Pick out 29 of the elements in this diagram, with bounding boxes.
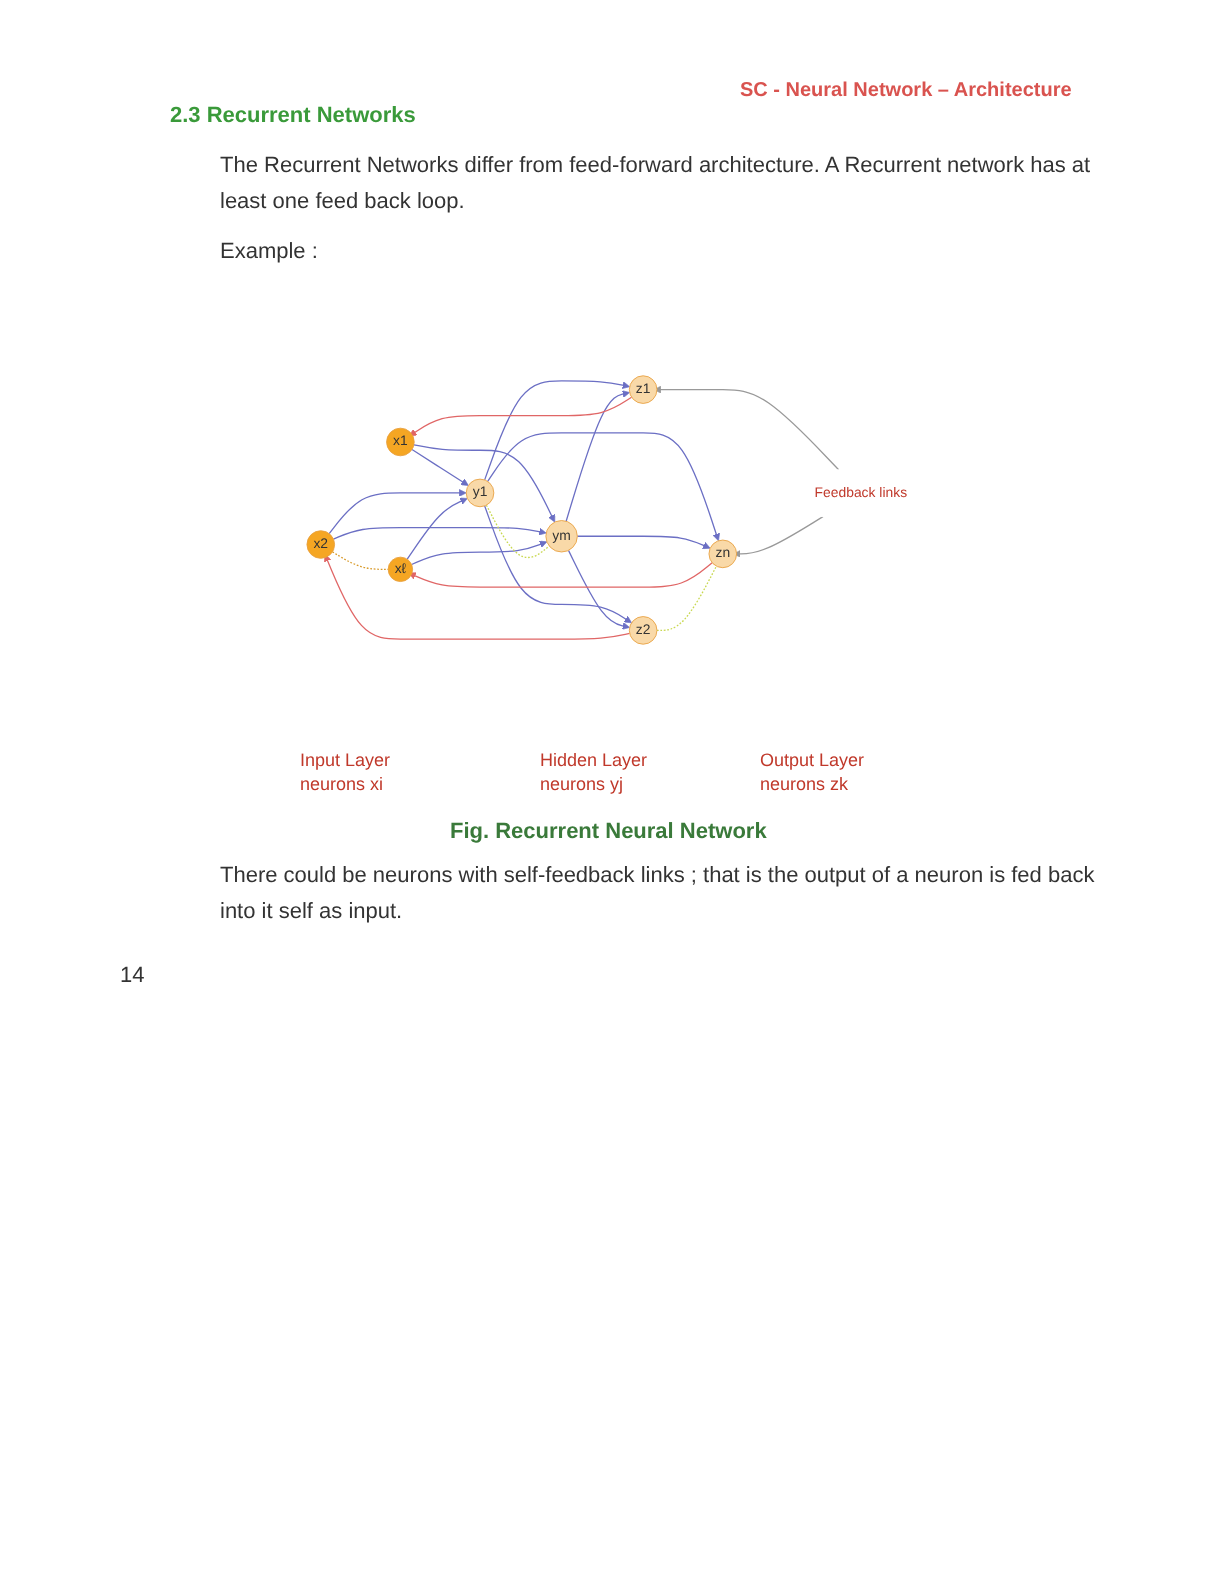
arrow (328, 489, 467, 535)
layer-label: Output Layer neurons zk (760, 750, 867, 797)
paragraph: There could be neurons with self-feedback links ; that is the output of a neuron is fed back into it self as input. (220, 862, 1097, 928)
page-number: 14 (120, 962, 145, 992)
connector (656, 565, 718, 632)
arrow (576, 535, 711, 549)
arrow (733, 515, 824, 558)
section-heading: 2.3 Recurrent Networks (170, 102, 416, 132)
arrow (653, 385, 840, 471)
layer-label: Hidden Layer neurons yj (540, 750, 650, 797)
paragraph: The Recurrent Networks differ from feed-forward architecture. A Recurrent network has at least one feed back loop. (220, 152, 1093, 218)
arrow (567, 549, 630, 630)
arrow (410, 540, 548, 566)
figure-caption: Fig. Recurrent Neural Network (450, 818, 767, 848)
connector (331, 551, 389, 570)
arrow (408, 396, 633, 437)
arrow (413, 444, 556, 523)
arrow (484, 380, 630, 481)
arrow (408, 562, 713, 588)
connector (485, 504, 550, 559)
running-header: SC - Neural Network – Architecture (740, 78, 1072, 106)
arrow (487, 432, 720, 542)
arrow (406, 497, 468, 560)
arrow (332, 526, 547, 540)
example-label: Example : (220, 238, 318, 268)
arrow (565, 390, 630, 522)
arrow (411, 448, 469, 486)
layer-label: Input Layer neurons xi (300, 750, 393, 797)
arrow (484, 505, 632, 624)
